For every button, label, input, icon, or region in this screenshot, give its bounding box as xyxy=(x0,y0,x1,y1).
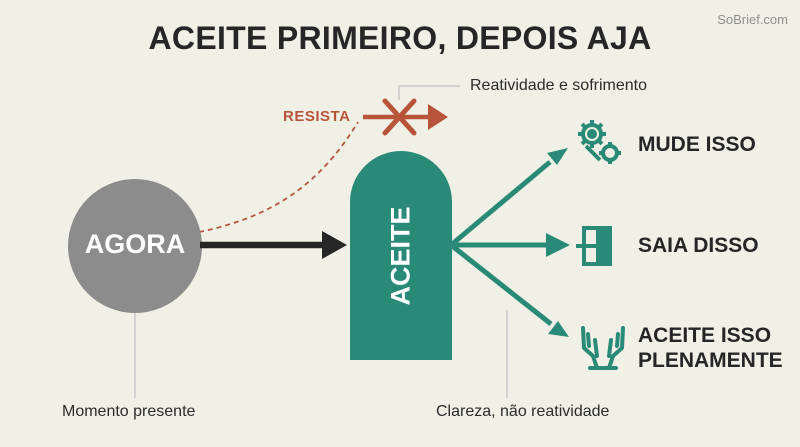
accept-pill-label: ACEITE xyxy=(385,206,416,306)
option-change: MUDE ISSO xyxy=(638,132,756,157)
main-arrow-head xyxy=(322,231,347,259)
resist-dashed-path xyxy=(198,121,359,233)
option-accept-line1: ACEITE ISSO xyxy=(638,324,772,347)
present-caption: Momento presente xyxy=(62,403,196,420)
now-circle xyxy=(68,179,202,313)
accept-pill xyxy=(350,151,452,360)
now-circle-label: AGORA xyxy=(84,229,186,259)
open-hands-icon xyxy=(581,326,625,370)
option-change-line1: MUDE ISSO xyxy=(638,133,756,156)
resist-arrow-head xyxy=(428,104,448,130)
option-leave: SAIA DISSO xyxy=(638,233,759,258)
branch-arrowhead-change xyxy=(547,148,568,165)
gears-icon xyxy=(578,120,621,164)
option-accept-fully: ACEITE ISSO PLENAMENTE xyxy=(638,323,783,373)
branch-arrowhead-leave xyxy=(546,233,570,257)
page-title: ACEITE PRIMEIRO, DEPOIS AJA xyxy=(148,20,652,56)
resist-result-label: Reatividade e sofrimento xyxy=(470,77,647,94)
option-accept-line2: PLENAMENTE xyxy=(638,349,783,372)
branch-arrow-change xyxy=(449,160,552,247)
exit-door-icon xyxy=(576,226,612,266)
resist-label: RESISTA xyxy=(283,108,351,125)
branch-arrow-accept xyxy=(449,243,553,326)
resist-leader-line xyxy=(398,85,460,100)
option-leave-line1: SAIA DISSO xyxy=(638,234,759,257)
clarity-caption: Clareza, não reatividade xyxy=(436,403,610,420)
resist-x-mark-2 xyxy=(382,98,417,136)
branch-arrowhead-accept xyxy=(548,321,569,337)
brand-watermark: SoBrief.com xyxy=(717,12,788,27)
